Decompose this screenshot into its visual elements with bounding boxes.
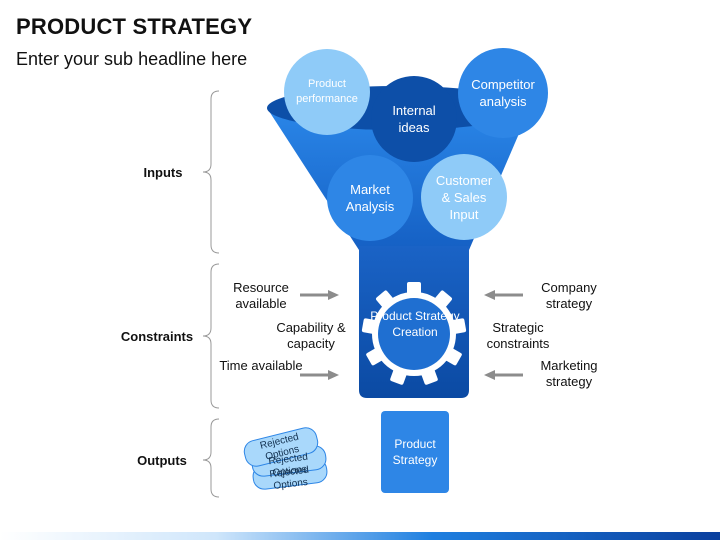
- product-strategy-output: Product Strategy: [381, 411, 449, 493]
- circle-competitor-analysis: Competitor analysis: [458, 48, 548, 138]
- bottom-accent-bar: [0, 532, 720, 540]
- constraint-marketing: Marketing strategy: [540, 358, 598, 389]
- circle-market-analysis-label: Market Analysis: [345, 182, 395, 214]
- inputs-label: Inputs: [143, 165, 183, 180]
- page-subtitle: Enter your sub headline here: [16, 49, 248, 69]
- circle-competitor-analysis-label: Competitor analysis: [471, 77, 535, 109]
- circle-internal-ideas: Internal ideas: [371, 76, 457, 162]
- inputs-bracket: [202, 90, 220, 254]
- arrow-right-icon: [300, 370, 339, 380]
- constraint-time: Time available: [219, 358, 303, 373]
- constraint-company: Company strategy: [541, 280, 597, 311]
- constraint-capability: Capability & capacity: [276, 320, 346, 351]
- constraints-bracket: [202, 263, 220, 409]
- product-strategy-output-label: Product Strategy: [392, 437, 438, 467]
- circle-market-analysis: Market Analysis: [327, 155, 413, 241]
- gear-label: Product Strategy Creation: [370, 309, 460, 339]
- circle-internal-ideas-label: Internal ideas: [392, 103, 436, 135]
- outputs-bracket: [202, 418, 220, 498]
- circle-product-performance-label: Product performance: [296, 78, 358, 105]
- arrow-right-icon: [300, 290, 339, 300]
- gear-icon: [361, 282, 467, 385]
- constraint-resource: Resource available: [233, 280, 289, 311]
- circle-customer-sales-input: Customer & Sales Input: [421, 154, 507, 240]
- rejected-option-card: [243, 427, 319, 467]
- outputs-label: Outputs: [137, 453, 187, 468]
- constraints-label: Constraints: [120, 329, 194, 344]
- circle-customer-sales-input-label: Customer & Sales Input: [435, 172, 493, 222]
- arrow-left-icon: [484, 370, 523, 380]
- page-title: PRODUCT STRATEGY: [16, 14, 253, 39]
- arrow-left-icon: [484, 290, 523, 300]
- constraint-strategic: Strategic constraints: [486, 320, 550, 351]
- circle-product-performance: Product performance: [284, 49, 370, 135]
